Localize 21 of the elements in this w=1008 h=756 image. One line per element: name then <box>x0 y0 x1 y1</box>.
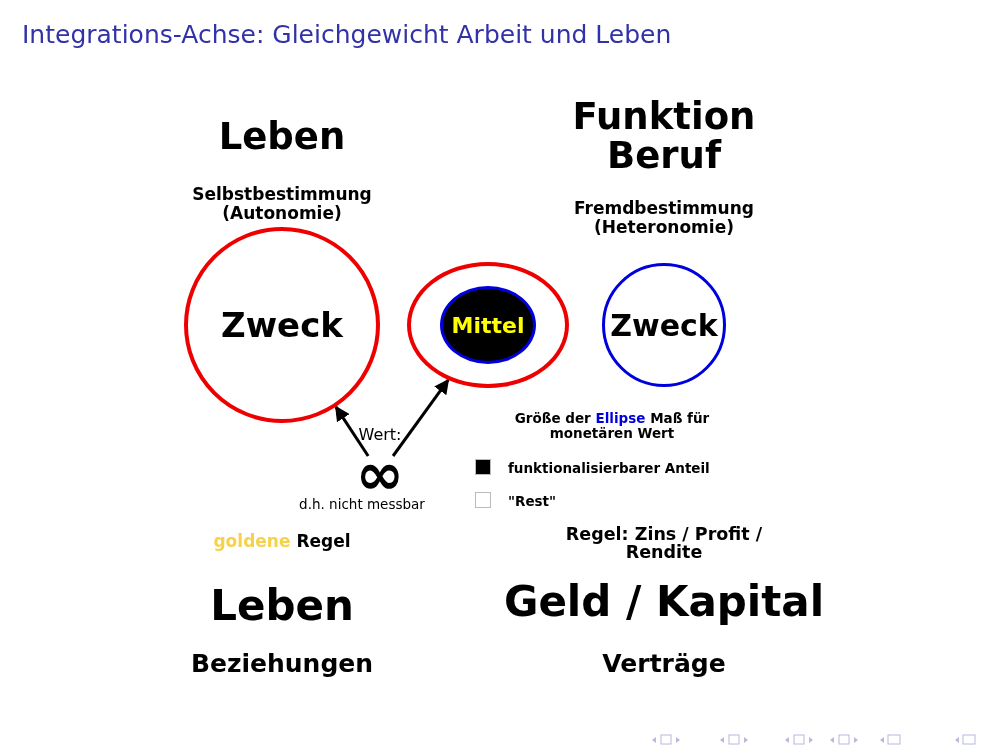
legend-text: "Rest" <box>508 493 557 509</box>
node-label: Zweck <box>221 305 343 345</box>
text-label: Regel: Zins / Profit / Rendite <box>564 525 764 562</box>
legend-text: funktionalisierbarer Anteil <box>508 460 710 476</box>
text-label: Geld / Kapital <box>502 579 826 626</box>
text-label: Wert: <box>357 426 403 444</box>
arrow <box>334 405 370 457</box>
note-label: d.h. nicht messbar <box>299 496 425 512</box>
node-label: Mittel <box>451 312 525 338</box>
text-label: Funktion Beruf <box>571 98 757 176</box>
infinity-symbol: ∞ <box>354 456 406 492</box>
text-label: Selbstbestimmung (Autonomie) <box>191 185 373 223</box>
text-label: Leben <box>209 583 355 630</box>
slide-title: Integrations-Achse: Gleichgewicht Arbeit und Leben <box>22 20 672 49</box>
text-label: Leben <box>217 117 347 158</box>
text-label: Beziehungen <box>189 650 375 678</box>
text-label: Fremdbestimmung (Heteronomie) <box>573 199 755 237</box>
legend-heading: Größe der Ellipse Maß für monetären Wert <box>513 411 711 441</box>
node-label: Zweck <box>610 307 718 343</box>
rule-heading: goldene Regel <box>212 532 352 551</box>
text-label: Verträge <box>601 650 727 678</box>
